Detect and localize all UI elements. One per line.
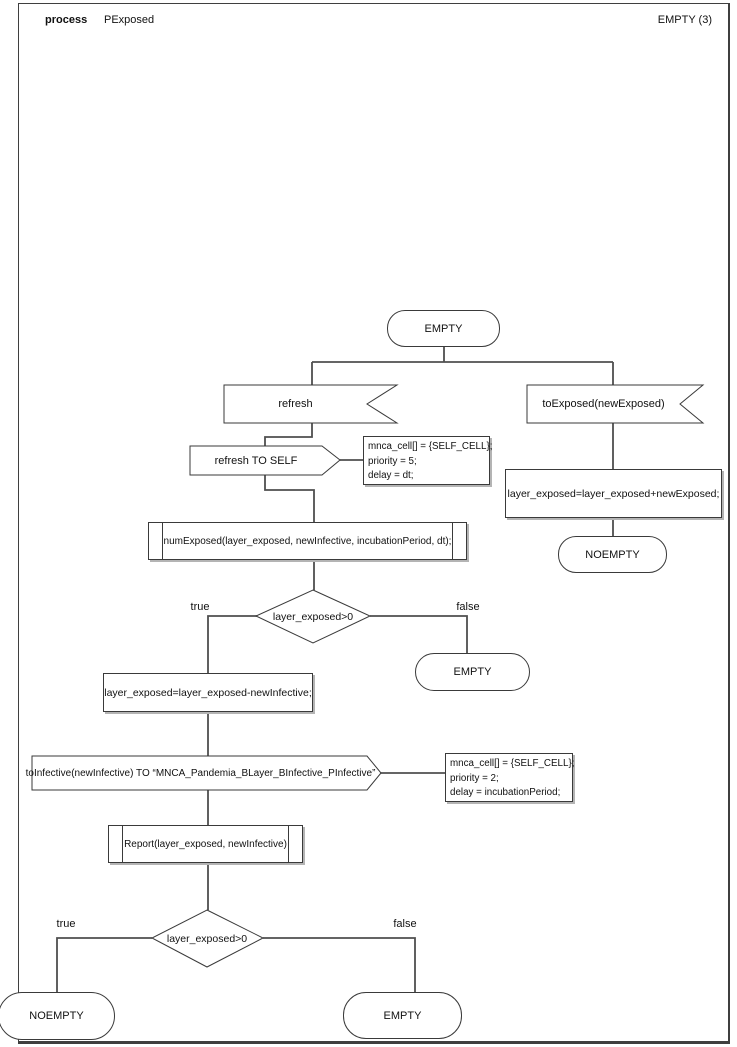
guard-true-1: true: [190, 601, 210, 613]
process-name: PExposed: [104, 14, 155, 26]
guard-true-2: true: [56, 918, 76, 930]
state-empty-bottom: EMPTY: [343, 992, 462, 1039]
guard-false-1: false: [456, 601, 480, 613]
connector-decision2-false: [263, 937, 416, 992]
comment-line: priority = 2;: [450, 772, 499, 784]
output-toinfective-shape: [31, 755, 382, 791]
comment-refresh-params: mnca_cell[] = {SELF_CELL}; priority = 5;…: [363, 436, 493, 485]
state-noempty-bottom: NOEMPTY: [0, 992, 115, 1040]
comment-line: mnca_cell[] = {SELF_CELL};: [368, 441, 493, 452]
connector-refresh-to-output: [264, 423, 313, 446]
connector-decision2-true: [56, 937, 152, 992]
procedure-report-label: Report(layer_exposed, newInfective): [124, 838, 287, 850]
guard-false-2: false: [393, 918, 417, 930]
state-empty-false1: EMPTY: [415, 653, 530, 691]
task-add-exposed: layer_exposed=layer_exposed+newExposed;: [505, 469, 722, 518]
connector-decision1-false: [370, 615, 468, 653]
comment-line: priority = 5;: [368, 455, 417, 467]
page-label: EMPTY (3): [657, 14, 712, 26]
procedure-numexposed-label: numExposed(layer_exposed, newInfective, …: [163, 535, 452, 547]
procedure-inner-line-left: [122, 826, 123, 862]
output-refresh-self-shape: [189, 445, 341, 476]
comment-toinfective-params: mnca_cell[] = {SELF_CELL}; priority = 2;…: [445, 753, 575, 802]
procedure-report: Report(layer_exposed, newInfective): [108, 825, 303, 863]
process-keyword: process: [45, 14, 88, 26]
task-subtract-infective: layer_exposed=layer_exposed-newInfective…: [103, 673, 313, 712]
state-start-empty: EMPTY: [387, 310, 500, 347]
comment-line: delay = incubationPeriod;: [450, 787, 561, 798]
comment-line: mnca_cell[] = {SELF_CELL};: [450, 758, 575, 769]
input-toexposed-shape: [526, 384, 705, 424]
decision2-diamond: [150, 909, 265, 968]
connector-output-to-numexposed: [264, 475, 315, 522]
procedure-numexposed: numExposed(layer_exposed, newInfective, …: [148, 522, 467, 560]
state-noempty-right: NOEMPTY: [558, 536, 667, 573]
decision1-diamond: [254, 589, 372, 644]
procedure-inner-line-right: [288, 826, 289, 862]
procedure-inner-line-right: [452, 523, 453, 559]
input-refresh-shape: [223, 384, 399, 424]
comment-line: delay = dt;: [368, 470, 414, 481]
procedure-inner-line-left: [162, 523, 163, 559]
connector-decision1-true: [207, 615, 257, 673]
